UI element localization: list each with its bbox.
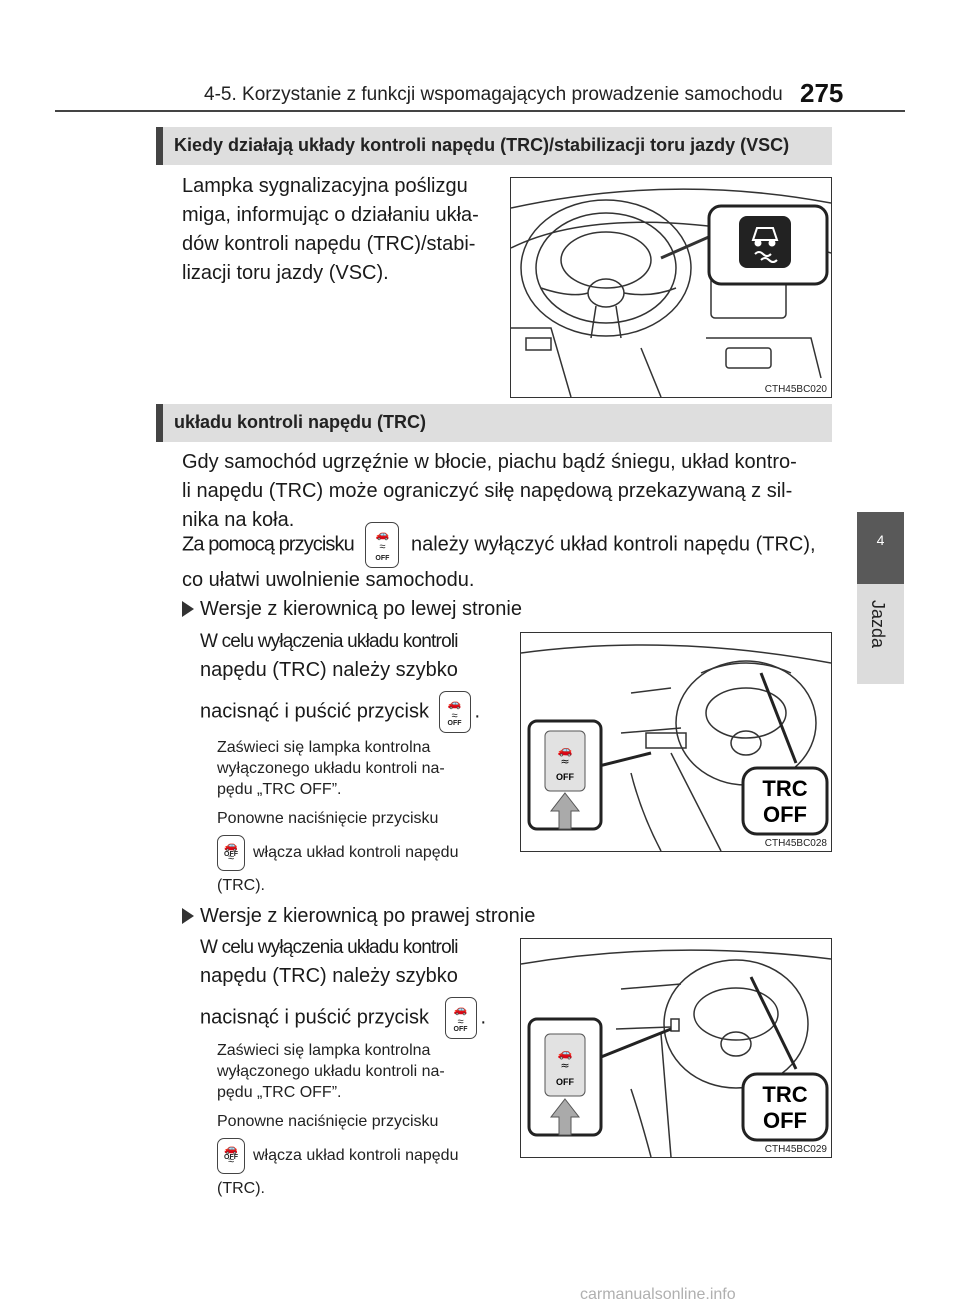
section1-text: Lampka sygnalizacyjna poślizgu miga, inf… (182, 172, 492, 288)
text-line: napędu (TRC) należy szybko (200, 659, 458, 681)
indicator-line-2: OFF (763, 802, 807, 827)
note-line: (TRC). (217, 1180, 265, 1197)
instruction-line-2: co ułatwi uwolnienie samochodu. (182, 569, 475, 591)
text-line: Gdy samochód ugrzęźnie w błocie, piachu … (182, 451, 797, 473)
trc-off-button-icon: 🚗≈OFF (217, 1138, 245, 1174)
indicator-line-1: TRC (762, 776, 807, 801)
header-rule (55, 110, 905, 112)
instruction-after: należy wyłączyć układ kontroli napędu (T… (410, 533, 816, 556)
figure-dashboard-slip-indicator: CTH45BC020 (510, 177, 832, 398)
svg-text:≈: ≈ (560, 755, 569, 768)
note-line: (TRC). (217, 877, 265, 894)
svg-text:≈: ≈ (560, 1059, 569, 1072)
text-line: W celu wyłączenia układu kontroli (200, 631, 458, 652)
text-line: nacisnąć i puścić przycisk 🚗≈OFF . (200, 691, 500, 733)
button-off-label: OFF (556, 1077, 574, 1087)
variant-left-text: W celu wyłączenia układu kontroli napędu… (200, 628, 500, 733)
variant-heading-left: Wersje z kierownicą po lewej stronie (182, 598, 522, 621)
chapter-label: Jazda (868, 600, 888, 649)
note-line: wyłączonego układu kontroli na- (217, 760, 445, 777)
text-line: lizacji toru jazdy (VSC). (182, 262, 389, 284)
text-line: W celu wyłączenia układu kontroli (200, 937, 458, 958)
note-line: Zaświeci się lampka kontrolna (217, 1042, 431, 1059)
figure-code: CTH45BC028 (764, 838, 827, 849)
section-heading-trc: układu kontroli napędu (TRC) (156, 404, 832, 442)
text-line: nika na koła. (182, 509, 295, 531)
trc-off-button-icon: 🚗≈OFF (365, 522, 400, 568)
trc-off-button-icon: 🚗≈OFF (444, 997, 477, 1039)
variant-right-note: Zaświeci się lampka kontrolna wyłączoneg… (217, 1040, 491, 1199)
bullet-triangle-icon (182, 601, 194, 617)
text-line: Lampka sygnalizacyjna poślizgu (182, 175, 468, 197)
lhd-dashboard-illustration: 🚗 ≈ OFF TRC OFF (521, 644, 831, 851)
section2-text: Gdy samochód ugrzęźnie w błocie, piachu … (182, 448, 832, 535)
section-title: układu kontroli napędu (TRC) (174, 412, 426, 432)
svg-text:🚗: 🚗 (558, 743, 573, 757)
watermark: carmanualsonline.info (580, 1286, 736, 1303)
text-line: nacisnąć i puścić przycisk 🚗≈OFF . (200, 997, 500, 1039)
bullet-triangle-icon (182, 908, 194, 924)
note-line: wyłączonego układu kontroli na- (217, 1063, 445, 1080)
text-line: dów kontroli napędu (TRC)/stabi- (182, 233, 476, 255)
section-title: Kiedy działają układy kontroli napędu (T… (174, 135, 790, 155)
page-number: 275 (800, 78, 844, 108)
figure-code: CTH45BC029 (764, 1144, 827, 1155)
note-line: 🚗≈OFF włącza układ kontroli napędu (217, 1138, 491, 1174)
instruction-line: Za pomocą przycisku 🚗≈OFF należy wyłączy… (182, 522, 842, 568)
figure-code: CTH45BC020 (764, 384, 827, 395)
section-heading-trc-vsc: Kiedy działają układy kontroli napędu (T… (156, 127, 832, 165)
trc-off-button-icon: 🚗≈OFF (217, 835, 245, 871)
trc-off-button-icon: 🚗≈OFF (438, 691, 471, 733)
text-line: miga, informując o działaniu ukła- (182, 204, 479, 226)
chapter-number-tab[interactable]: 4 (857, 512, 904, 584)
button-off-label: OFF (556, 772, 574, 782)
note-line: pędu „TRC OFF”. (217, 1084, 342, 1101)
note-line: Zaświeci się lampka kontrolna (217, 739, 431, 756)
chapter-title: 4-5. Korzystanie z funkcji wspomagającyc… (204, 84, 783, 105)
dashboard-illustration (511, 188, 831, 397)
text-line: li napędu (TRC) może ograniczyć siłę nap… (182, 480, 793, 502)
instruction-before: Za pomocą przycisku (182, 533, 355, 556)
chapter-label-tab[interactable]: Jazda (857, 584, 904, 684)
note-line: 🚗≈OFF włącza układ kontroli napędu (217, 835, 491, 871)
note-line: Ponowne naciśnięcie przycisku (217, 1113, 439, 1130)
svg-text:🚗: 🚗 (558, 1046, 573, 1060)
figure-lhd-trc-off: 🚗 ≈ OFF TRC OFF CTH45BC028 (520, 632, 832, 852)
rhd-dashboard-illustration: 🚗 ≈ OFF TRC OFF (521, 949, 831, 1157)
indicator-line-1: TRC (762, 1082, 807, 1107)
figure-rhd-trc-off: 🚗 ≈ OFF TRC OFF CTH45BC029 (520, 938, 832, 1158)
variant-right-text: W celu wyłączenia układu kontroli napędu… (200, 934, 500, 1039)
variant-left-note: Zaświeci się lampka kontrolna wyłączoneg… (217, 737, 491, 896)
note-line: pędu „TRC OFF”. (217, 781, 342, 798)
indicator-line-2: OFF (763, 1108, 807, 1133)
variant-heading-right: Wersje z kierownicą po prawej stronie (182, 905, 535, 928)
note-line: Ponowne naciśnięcie przycisku (217, 810, 439, 827)
text-line: napędu (TRC) należy szybko (200, 965, 458, 987)
